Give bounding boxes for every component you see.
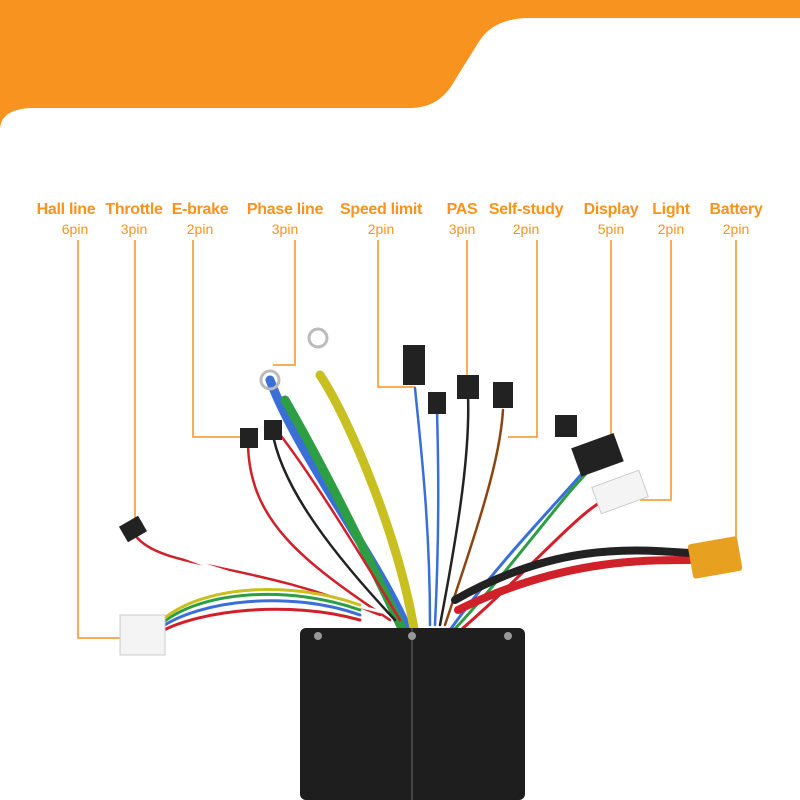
- leader-lines: [77, 240, 737, 639]
- connector-pins: 2pin: [512, 221, 540, 237]
- connector-pins: 3pin: [448, 221, 476, 237]
- connector-name: PAS: [446, 201, 478, 218]
- label-speed-limit: Speed limit 2pin: [340, 201, 422, 237]
- connector-pins: 6pin: [61, 221, 89, 237]
- connector-name: Light: [652, 201, 690, 218]
- connector-name: Phase line: [246, 201, 324, 218]
- connector-name: Self-study: [488, 201, 564, 218]
- connector-name: Throttle: [105, 201, 163, 218]
- connector-plugs: [118, 327, 743, 656]
- connector-pins: 5pin: [597, 221, 625, 237]
- connector-pins: 2pin: [367, 221, 395, 237]
- label-phase-line: Phase line 3pin: [247, 201, 323, 237]
- label-hall-line: Hall line 6pin: [37, 201, 96, 237]
- connector-pins: 3pin: [120, 221, 148, 237]
- connector-name: Display: [583, 201, 639, 218]
- label-display: Display 5pin: [584, 201, 639, 237]
- label-battery: Battery 2pin: [709, 201, 762, 237]
- controller-box: [300, 628, 525, 800]
- label-light: Light 2pin: [652, 201, 690, 237]
- wires: [133, 370, 694, 640]
- connector-pins: 2pin: [657, 221, 685, 237]
- connector-name: Hall line: [36, 201, 96, 218]
- label-pas: PAS 3pin: [447, 201, 478, 237]
- connector-pins: 2pin: [186, 221, 214, 237]
- label-e-brake: E-brake 2pin: [172, 201, 229, 237]
- connector-name: Speed limit: [339, 201, 423, 218]
- connector-pins: 2pin: [722, 221, 750, 237]
- label-throttle: Throttle 3pin: [105, 201, 162, 237]
- label-self-study: Self-study 2pin: [488, 201, 564, 237]
- connector-name: Battery: [709, 201, 763, 218]
- connector-pins: 3pin: [271, 221, 299, 237]
- connector-name: E-brake: [171, 201, 229, 218]
